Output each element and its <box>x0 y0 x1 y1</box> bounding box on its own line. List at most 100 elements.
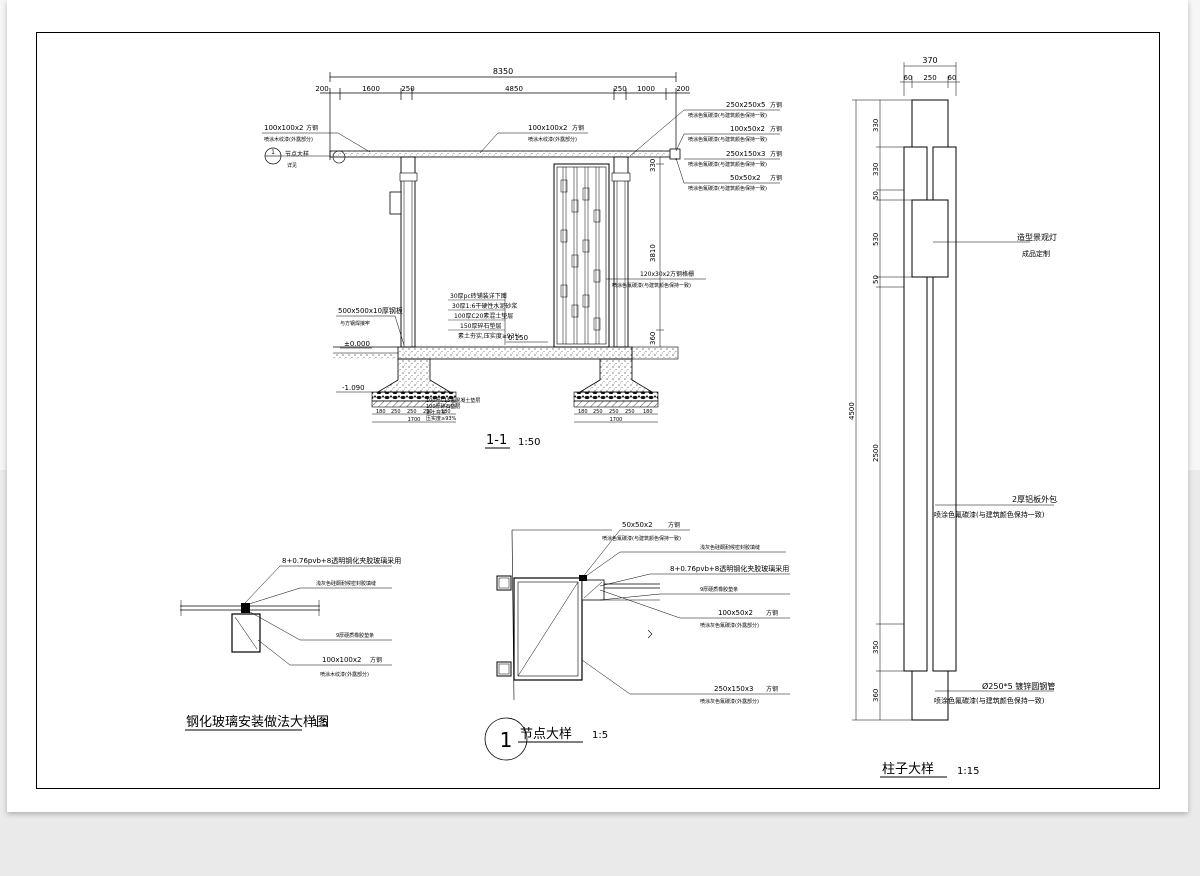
node-note-6-size: 250x150x3 <box>714 685 753 693</box>
right-column <box>613 156 629 348</box>
col-top-part-2: 250 <box>923 74 936 82</box>
right-footing <box>578 358 654 393</box>
drawing-sheet: 8350 200 1600 250 4850 250 1000 200 <box>7 0 1188 812</box>
node-note-5-size: 100x50x2 <box>718 609 753 617</box>
glass-note-1: 8+0.76pvb+8透明钢化夹胶玻璃采用 <box>282 556 401 565</box>
grille-bars <box>560 167 601 344</box>
center-beam-size: 100x100x2 <box>528 124 567 132</box>
node-note-1-type: 方钢 <box>668 521 680 529</box>
node-note-1-finish: 喷涂色氟碳漆(与建筑颜色保持一致) <box>602 535 681 542</box>
lamp-note-1: 造型景观灯 <box>1017 232 1057 242</box>
footing-dim-3: 250 <box>407 409 417 415</box>
node-scale: 1:5 <box>592 730 608 741</box>
foundation-note-1: 100厚C15素混凝土垫层 <box>426 397 480 404</box>
svg-text:喷涂色氟碳漆(与建筑颜色保持一致): 喷涂色氟碳漆(与建筑颜色保持一致) <box>688 136 767 143</box>
glass-detail: 8+0.76pvb+8透明钢化夹胶玻璃采用 浅灰色硅酮耐候密封胶填缝 9厚硬质橡… <box>180 556 401 731</box>
center-beam-type: 方钢 <box>572 124 584 132</box>
node-badge-number: 1 <box>500 728 513 752</box>
node-ref-label: 节点大样 <box>285 150 309 158</box>
col-overall-height: 4500 <box>848 402 856 420</box>
node-ref-num: 1 <box>271 149 275 156</box>
svg-text:喷涂色氟碳漆(与建筑颜色保持一致): 喷涂色氟碳漆(与建筑颜色保持一致) <box>688 185 767 192</box>
left-beam-type: 方钢 <box>306 124 318 132</box>
svg-text:150厚碎石垫层: 150厚碎石垫层 <box>460 322 501 330</box>
top-beam <box>329 150 677 158</box>
col-vdim-5: 50 <box>872 275 880 284</box>
clad-note-1: 2厚铝板外包 <box>1012 494 1057 504</box>
column-title: 柱子大样 <box>882 762 934 777</box>
footing-total-right: 1700 <box>610 417 623 423</box>
left-beam-size: 100x100x2 <box>264 124 303 132</box>
footing-dim-2: 250 <box>391 409 401 415</box>
footing-total-left: 1700 <box>408 417 421 423</box>
footing-dim-r5: 180 <box>643 409 653 415</box>
node-ref-sub: 详见 <box>287 162 297 169</box>
glass-note-6: 喷涂木纹漆(外露部分) <box>320 671 369 678</box>
column-clad-left <box>903 146 928 672</box>
svg-text:250x150x3: 250x150x3 <box>726 150 765 158</box>
svg-text:100厚C20素混土垫层: 100厚C20素混土垫层 <box>454 312 513 320</box>
col-vdim-7: 350 <box>872 641 880 654</box>
glass-note-3: 9厚硬质橡胶垫条 <box>336 632 374 639</box>
col-vdim-1: 330 <box>872 119 880 132</box>
panel-note-size: 120x30x2方钢格栅 <box>640 270 694 278</box>
footing-dim-r4: 250 <box>625 409 635 415</box>
glass-note-4: 100x100x2 <box>322 656 361 664</box>
col-top-part-3: 60 <box>948 74 957 82</box>
footing-dim-5: 180 <box>441 409 451 415</box>
footing-dim-4: 250 <box>423 409 433 415</box>
col-vdim-2: 330 <box>872 163 880 176</box>
left-beam-finish: 喷涂木纹漆(外露部分) <box>264 136 313 143</box>
section-scale: 1:50 <box>518 437 540 448</box>
right-notes: 250x250x5 方钢 喷涂色氟碳漆(与建筑颜色保持一致) 100x50x2 … <box>629 101 782 192</box>
dim-seg-7: 200 <box>676 85 689 93</box>
sheet-border <box>36 32 1160 789</box>
svg-text:喷涂色氟碳漆(与建筑颜色保持一致): 喷涂色氟碳漆(与建筑颜色保持一致) <box>688 112 767 119</box>
foundation-note-3: 素土夯实 <box>426 409 446 416</box>
section-1-1: 8350 200 1600 250 4850 250 1000 200 <box>262 67 782 449</box>
foundation-note-4: 压实度≥93% <box>426 415 457 422</box>
pipe-note-1: Ø250*5 镀锌圆钢管 <box>982 681 1055 691</box>
left-footing <box>376 358 452 393</box>
svg-text:方钢: 方钢 <box>770 101 782 109</box>
col-vdim-6: 2500 <box>872 444 880 462</box>
node-note-2: 浅灰色硅酮耐候密封胶填缝 <box>700 544 760 551</box>
section-title: 1-1 <box>486 433 507 448</box>
col-vdim-4: 530 <box>872 233 880 246</box>
node-top-flange <box>496 575 512 591</box>
node-note-5-finish: 喷涂灰色氟碳漆(外露部分) <box>700 622 759 629</box>
column-lamp <box>911 199 949 278</box>
node-badge <box>484 717 528 761</box>
glass-note-5: 方钢 <box>370 656 382 664</box>
column-scale: 1:15 <box>957 766 979 777</box>
glass-note-2: 浅灰色硅酮耐候密封胶填缝 <box>316 580 376 587</box>
glass-title: 钢化玻璃安装做法大样图 <box>186 715 329 730</box>
svg-text:方钢: 方钢 <box>770 125 782 133</box>
dim-seg-4: 4850 <box>505 85 523 93</box>
col-top-part-1: 60 <box>904 74 913 82</box>
dim-seg-1: 200 <box>315 85 328 93</box>
node-note-1-size: 50x50x2 <box>622 521 653 529</box>
svg-text:100x50x2: 100x50x2 <box>730 125 765 133</box>
panel-note-finish: 喷涂色氟碳漆(与建筑颜色保持一致) <box>612 282 691 289</box>
svg-text:250x250x5: 250x250x5 <box>726 101 765 109</box>
footing-dim-1: 180 <box>376 409 386 415</box>
level-bottom: -1.090 <box>342 384 365 392</box>
clad-note-2: 喷涂色氟碳漆(与建筑颜色保持一致) <box>934 510 1045 519</box>
svg-text:30厚pc砖铺装详下图: 30厚pc砖铺装详下图 <box>450 292 507 300</box>
node-title: 节点大样 <box>520 727 572 742</box>
left-lamp <box>389 191 402 215</box>
node-note-6-type: 方钢 <box>766 685 778 693</box>
footing-dim-r3: 250 <box>609 409 619 415</box>
glass-scale: 1:5 <box>312 718 328 729</box>
level-paving: 0.150 <box>508 334 528 342</box>
dim-seg-5: 250 <box>613 85 626 93</box>
lamp-note-2: 成品定制 <box>1022 249 1050 258</box>
vdim-360: 360 <box>649 332 657 345</box>
dim-overall: 8350 <box>493 67 513 76</box>
vdim-330: 330 <box>649 159 657 172</box>
vdim-3810: 3810 <box>649 244 657 262</box>
svg-text:方钢: 方钢 <box>770 174 782 182</box>
column-detail: 370 60 250 60 330 330 50 530 <box>848 56 1057 778</box>
paving-layers: 30厚pc砖铺装详下图 30厚1:6干硬性水泥砂浆 100厚C20素混土垫层 1… <box>448 292 521 345</box>
